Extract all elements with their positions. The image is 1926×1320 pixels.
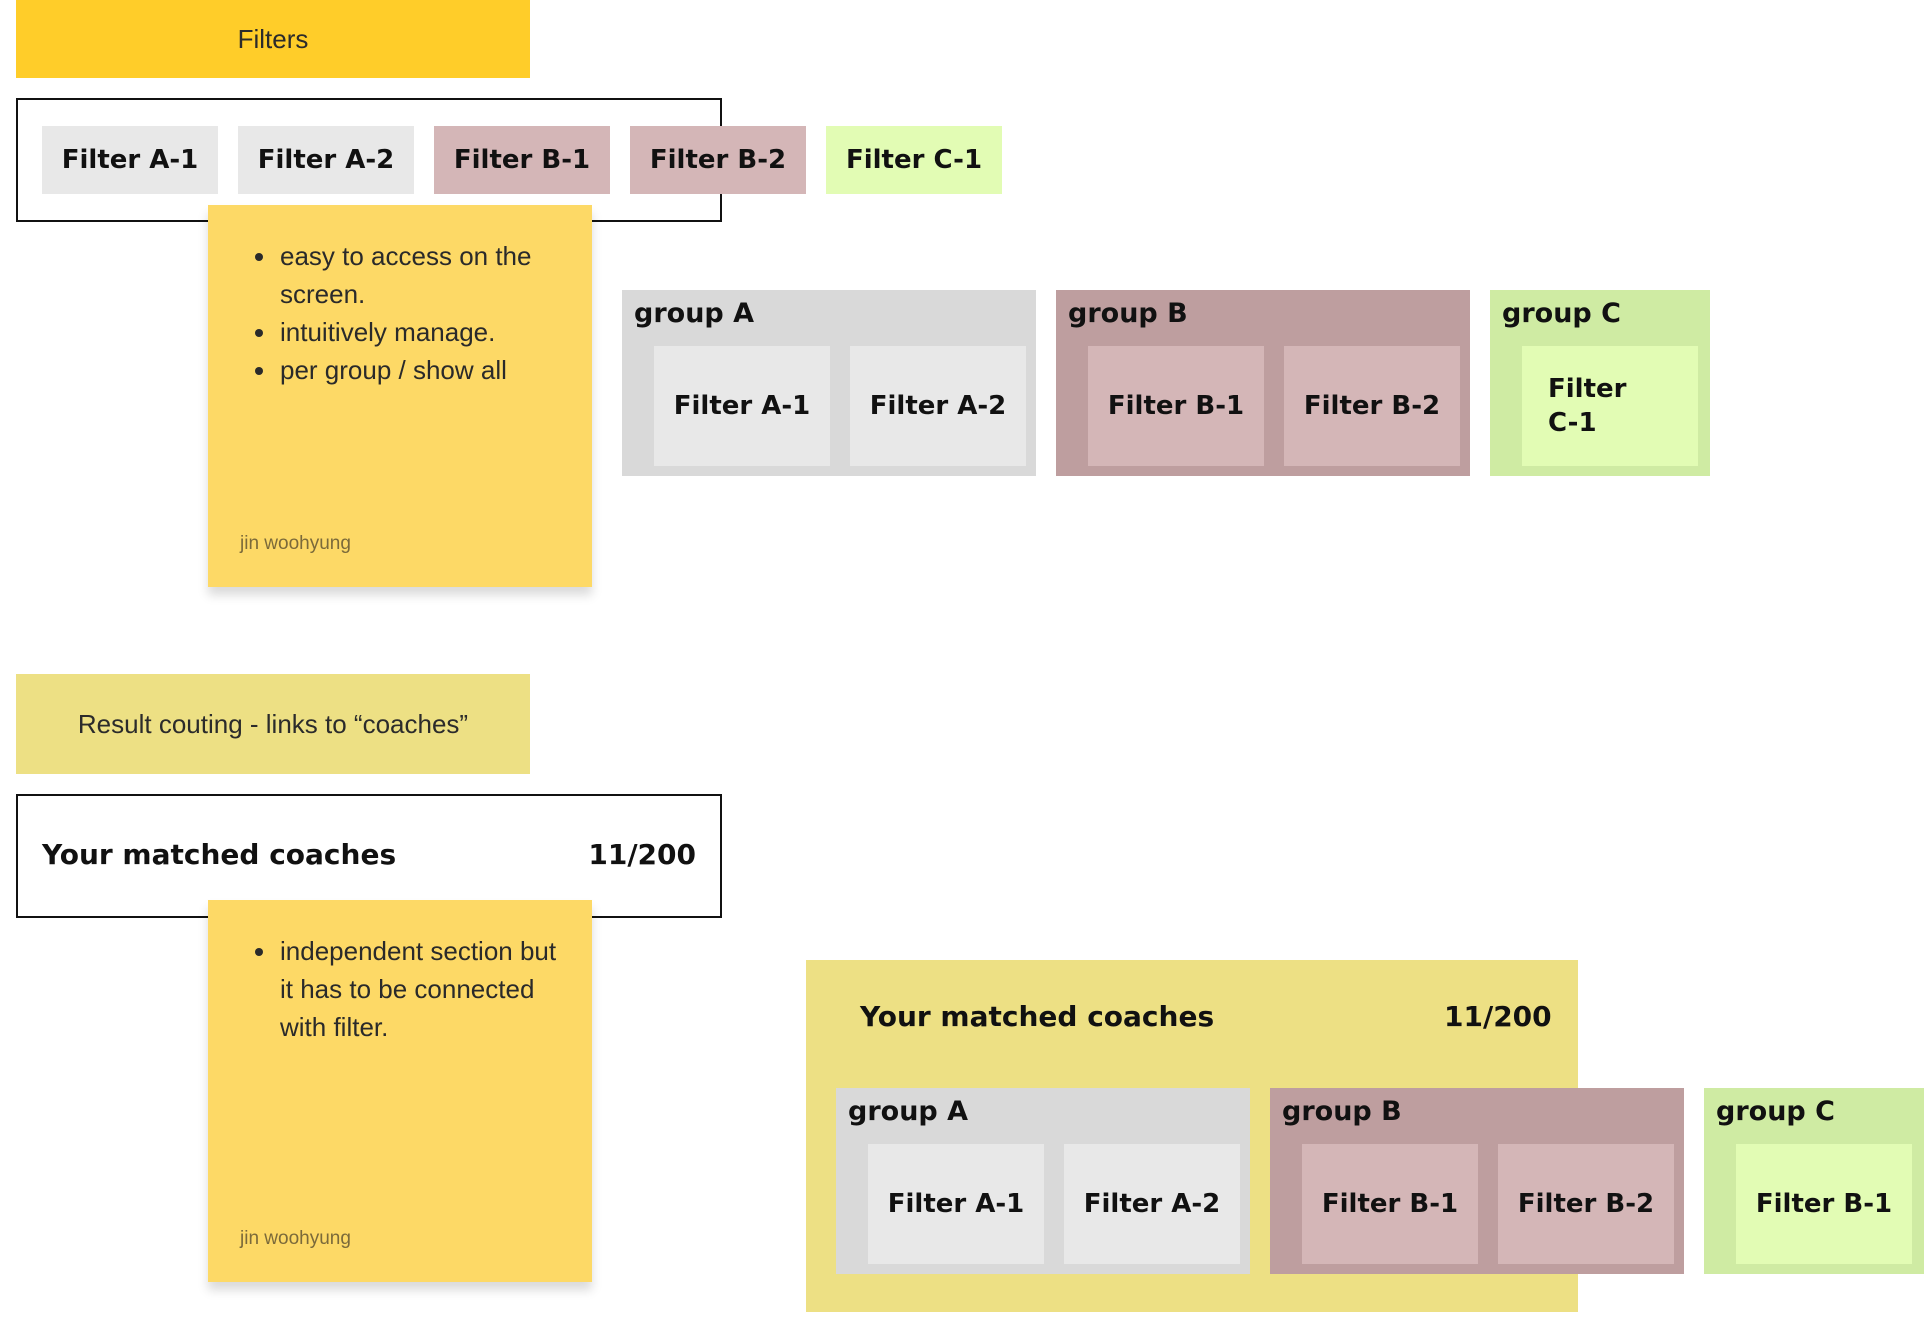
- group-c-container: group C Filter C-1: [1490, 290, 1710, 476]
- filter-chip-b-2[interactable]: Filter B-2: [630, 126, 806, 194]
- group-a-container: group A Filter A-1 Filter A-2: [622, 290, 1036, 476]
- matched-coaches-title: Your matched coaches: [42, 838, 397, 871]
- result-label-text: Result couting - links to “coaches”: [77, 708, 469, 739]
- bullet-item: per group / show all: [278, 351, 572, 389]
- panel-group-a-chip-1[interactable]: Filter A-1: [868, 1144, 1044, 1264]
- group-b-container: group B Filter B-1 Filter B-2: [1056, 290, 1470, 476]
- sticky-note-author: jin woohyung: [240, 533, 351, 554]
- panel-group-b-chip-2[interactable]: Filter B-2: [1498, 1144, 1674, 1264]
- panel-matched-coaches-title: Your matched coaches: [860, 1000, 1215, 1033]
- panel-group-c-title: group C: [1716, 1096, 1835, 1127]
- filter-chip-c-1[interactable]: Filter C-1: [826, 126, 1002, 194]
- sticky-note-filters: easy to access on the screen. intuitivel…: [208, 205, 592, 587]
- group-b-chip-1[interactable]: Filter B-1: [1088, 346, 1264, 466]
- group-c-chip-1[interactable]: Filter C-1: [1522, 346, 1698, 466]
- group-b-chip-2[interactable]: Filter B-2: [1284, 346, 1460, 466]
- panel-group-b-title: group B: [1282, 1096, 1402, 1127]
- matched-coaches-count[interactable]: 11/200: [588, 838, 696, 871]
- sticky-note-bullets: easy to access on the screen. intuitivel…: [208, 237, 572, 389]
- panel-group-c-chip-1[interactable]: Filter B-1: [1736, 1144, 1912, 1264]
- group-c-title: group C: [1502, 298, 1621, 329]
- sticky-note-bullets: independent section but it has to be con…: [208, 932, 572, 1046]
- filters-section-label: Filters: [16, 0, 530, 78]
- sticky-note-result: independent section but it has to be con…: [208, 900, 592, 1282]
- bullet-item: independent section but it has to be con…: [278, 932, 572, 1046]
- group-a-chip-2[interactable]: Filter A-2: [850, 346, 1026, 466]
- panel-group-b-container: group B Filter B-1 Filter B-2: [1270, 1088, 1684, 1274]
- panel-group-c-container: group C Filter B-1: [1704, 1088, 1924, 1274]
- panel-group-a-container: group A Filter A-1 Filter A-2: [836, 1088, 1250, 1274]
- group-a-chip-1[interactable]: Filter A-1: [654, 346, 830, 466]
- panel-matched-coaches-count[interactable]: 11/200: [1444, 1000, 1552, 1033]
- panel-group-a-chip-2[interactable]: Filter A-2: [1064, 1144, 1240, 1264]
- bullet-item: easy to access on the screen.: [278, 237, 572, 313]
- group-b-title: group B: [1068, 298, 1188, 329]
- panel-group-a-title: group A: [848, 1096, 969, 1127]
- filter-chip-a-2[interactable]: Filter A-2: [238, 126, 414, 194]
- result-count-frame: Your matched coaches 11/200: [16, 794, 722, 918]
- filter-chip-b-1[interactable]: Filter B-1: [434, 126, 610, 194]
- filters-label-text: Filters: [237, 23, 309, 54]
- filter-chip-a-1[interactable]: Filter A-1: [42, 126, 218, 194]
- bullet-item: intuitively manage.: [278, 313, 572, 351]
- group-a-title: group A: [634, 298, 755, 329]
- panel-group-b-chip-1[interactable]: Filter B-1: [1302, 1144, 1478, 1264]
- result-section-label: Result couting - links to “coaches”: [16, 674, 530, 774]
- sticky-note-author: jin woohyung: [240, 1228, 351, 1249]
